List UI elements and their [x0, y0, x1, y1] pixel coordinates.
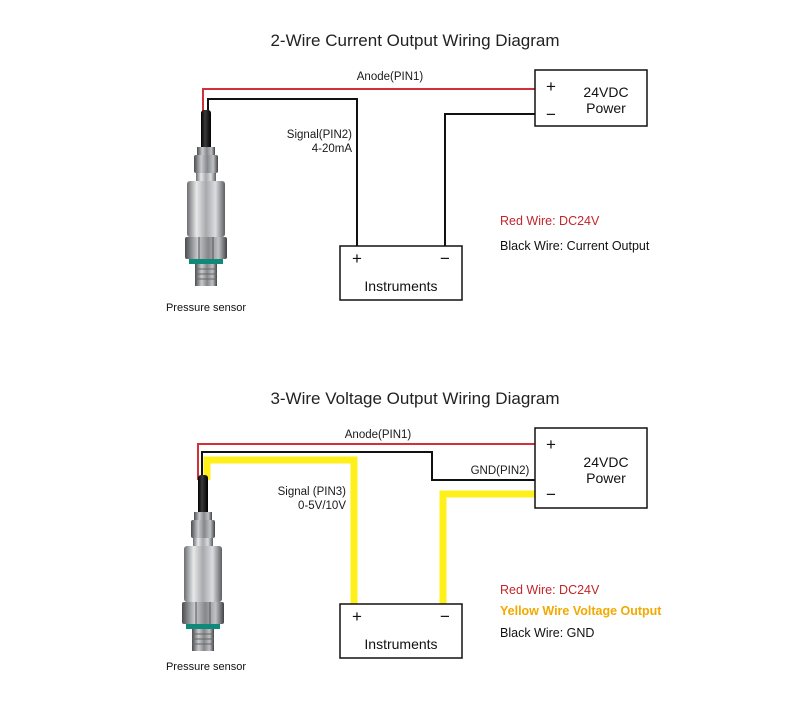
power-label: Power	[586, 470, 626, 486]
anode-label: Anode(PIN1)	[345, 429, 412, 441]
legend-black-wire: Black Wire: GND	[500, 626, 594, 640]
diagram-title: 2-Wire Current Output Wiring Diagram	[270, 31, 559, 50]
pressure-sensor-image	[181, 474, 225, 652]
sensor-caption: Pressure sensor	[166, 661, 246, 673]
red-wire	[202, 88, 535, 112]
legend-red-wire: Red Wire: DC24V	[500, 583, 600, 597]
pressure-sensor-image	[184, 109, 228, 287]
black-gnd-wire	[201, 451, 535, 481]
diagram-3-wire: 3-Wire Voltage Output Wiring Diagram Ano…	[166, 389, 662, 673]
diagram-title: 3-Wire Voltage Output Wiring Diagram	[270, 389, 559, 408]
diagram-2-wire: 2-Wire Current Output Wiring Diagram Ano…	[166, 31, 650, 314]
power-minus: −	[546, 485, 556, 504]
yellow-signal-wire	[203, 456, 358, 604]
gnd-label: GND(PIN2)	[471, 465, 530, 477]
power-voltage: 24VDC	[583, 84, 628, 100]
instruments-plus: +	[352, 607, 362, 626]
power-supply-box	[534, 69, 648, 127]
power-supply-box	[534, 427, 648, 509]
instruments-box	[339, 245, 463, 301]
instruments-label: Instruments	[364, 278, 437, 294]
power-minus: −	[546, 105, 556, 124]
power-plus: +	[546, 435, 556, 454]
red-wire	[197, 443, 535, 480]
signal-label: Signal(PIN2)	[287, 129, 352, 141]
legend-red-wire: Red Wire: DC24V	[500, 214, 600, 228]
anode-label: Anode(PIN1)	[357, 71, 424, 83]
instruments-box	[339, 603, 463, 659]
signal-label: Signal (PIN3)	[278, 486, 347, 498]
legend-yellow-wire: Yellow Wire Voltage Output	[500, 604, 662, 618]
yellow-return-wire	[439, 490, 535, 604]
instruments-minus: −	[440, 249, 450, 268]
power-plus: +	[546, 77, 556, 96]
power-voltage: 24VDC	[583, 454, 628, 470]
instruments-minus: −	[440, 607, 450, 626]
power-label: Power	[586, 100, 626, 116]
signal-range-label: 4-20mA	[312, 143, 353, 155]
black-return-wire	[444, 113, 535, 246]
black-signal-wire	[207, 98, 358, 246]
instruments-plus: +	[352, 249, 362, 268]
sensor-caption: Pressure sensor	[166, 302, 246, 314]
instruments-label: Instruments	[364, 636, 437, 652]
signal-range-label: 0-5V/10V	[298, 500, 346, 512]
legend-black-wire: Black Wire: Current Output	[500, 239, 650, 253]
